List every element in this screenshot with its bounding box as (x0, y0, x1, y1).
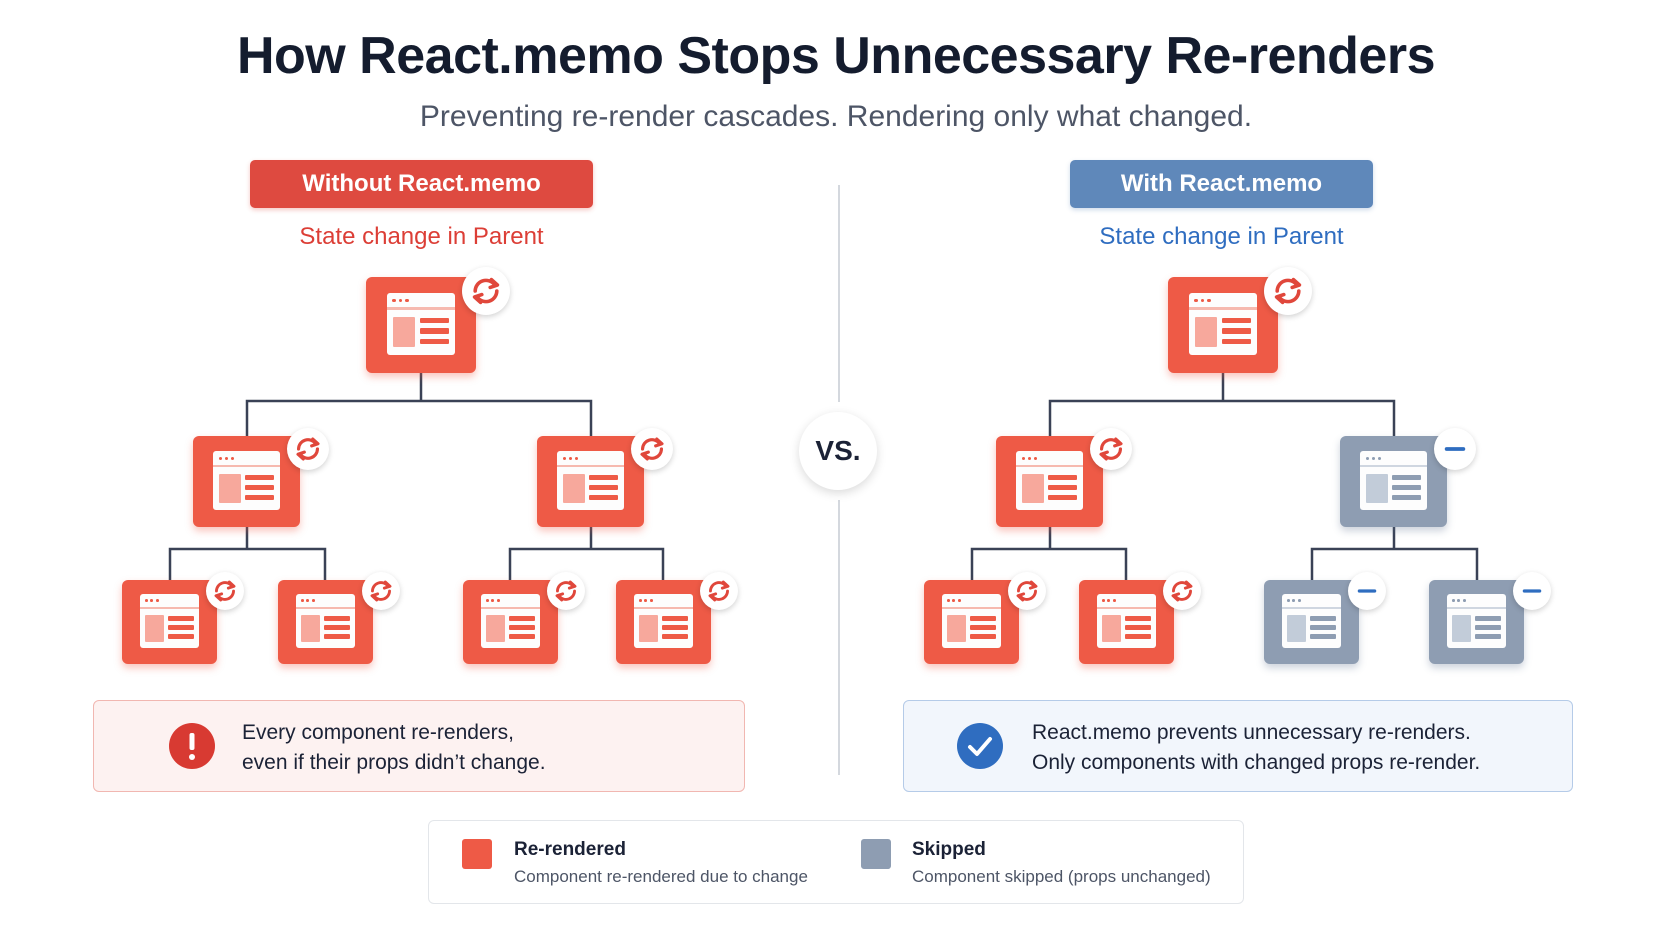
with-memo-heading: With React.memo (1070, 160, 1373, 208)
right-note-line-1: React.memo prevents unnecessary re-rende… (1032, 721, 1471, 744)
right-grandchild-2-component (1079, 580, 1174, 664)
right-note-text: React.memo prevents unnecessary re-rende… (1032, 718, 1480, 778)
refresh-icon (699, 572, 738, 611)
refresh-icon (631, 427, 674, 470)
right-child-2-component (1340, 436, 1447, 527)
left-root-connector (245, 373, 593, 441)
window-icon (481, 594, 540, 649)
right-child2-connector (1310, 523, 1479, 580)
window-icon (1016, 451, 1083, 510)
legend-rerendered-desc: Component re-rendered due to change (514, 867, 808, 886)
right-grandchild-4-component (1429, 580, 1524, 664)
window-icon (942, 594, 1001, 649)
left-child-1-component (193, 436, 300, 527)
left-grandchild-1-component (122, 580, 217, 664)
refresh-icon (461, 267, 510, 316)
refresh-icon (361, 572, 400, 611)
left-grandchild-2-component (278, 580, 373, 664)
refresh-icon (287, 427, 330, 470)
right-child-1-component (996, 436, 1103, 527)
right-grandchild-3-component (1264, 580, 1359, 664)
left-child2-connector (508, 523, 665, 580)
left-state-label: State change in Parent (299, 223, 544, 250)
minus-icon (1512, 572, 1551, 611)
right-child1-connector (970, 523, 1128, 580)
left-parent-component (366, 277, 476, 373)
right-grandchild-1-component (924, 580, 1019, 664)
window-icon (1282, 594, 1341, 649)
window-icon (386, 293, 456, 355)
minus-icon (1347, 572, 1386, 611)
window-icon (213, 451, 280, 510)
right-note-line-2: Only components with changed props re-re… (1032, 751, 1481, 774)
left-child1-connector (168, 523, 327, 580)
refresh-icon (1007, 572, 1046, 611)
refresh-icon (1090, 427, 1133, 470)
right-root-connector (1048, 373, 1396, 441)
left-child-2-component (537, 436, 644, 527)
right-state-label: State change in Parent (1099, 223, 1344, 250)
divider-line-top (838, 185, 840, 402)
page-subtitle: Preventing re-render cascades. Rendering… (419, 100, 1253, 133)
page-title: How React.memo Stops Unnecessary Re-rend… (236, 27, 1436, 85)
left-grandchild-4-component (616, 580, 711, 664)
window-icon (557, 451, 624, 510)
right-note: React.memo prevents unnecessary re-rende… (903, 700, 1573, 792)
window-icon (296, 594, 355, 649)
vs-badge: VS. (799, 412, 877, 490)
refresh-icon (546, 572, 585, 611)
divider-line-bottom (838, 500, 840, 775)
minus-icon (1434, 427, 1477, 470)
window-icon (1097, 594, 1156, 649)
left-note-text: Every component re-renders, even if thei… (242, 718, 546, 778)
left-note-line-1: Every component re-renders, (242, 721, 514, 744)
refresh-icon (1263, 267, 1312, 316)
window-icon (1447, 594, 1506, 649)
legend-skipped-label: Skipped (912, 839, 986, 860)
right-parent-component (1168, 277, 1278, 373)
check-icon (957, 723, 1003, 769)
legend-rerendered-swatch (462, 839, 492, 869)
window-icon (140, 594, 199, 649)
refresh-icon (205, 572, 244, 611)
legend-skipped-desc: Component skipped (props unchanged) (912, 867, 1211, 886)
left-grandchild-3-component (463, 580, 558, 664)
legend: Re-rendered Component re-rendered due to… (428, 820, 1244, 904)
left-note-line-2: even if their props didn’t change. (242, 751, 546, 774)
without-memo-heading: Without React.memo (250, 160, 593, 208)
window-icon (1360, 451, 1427, 510)
exclamation-icon (169, 723, 215, 769)
refresh-icon (1162, 572, 1201, 611)
legend-rerendered-label: Re-rendered (514, 839, 626, 860)
window-icon (1188, 293, 1258, 355)
legend-skipped-swatch (861, 839, 891, 869)
window-icon (634, 594, 693, 649)
left-note: Every component re-renders, even if thei… (93, 700, 745, 792)
